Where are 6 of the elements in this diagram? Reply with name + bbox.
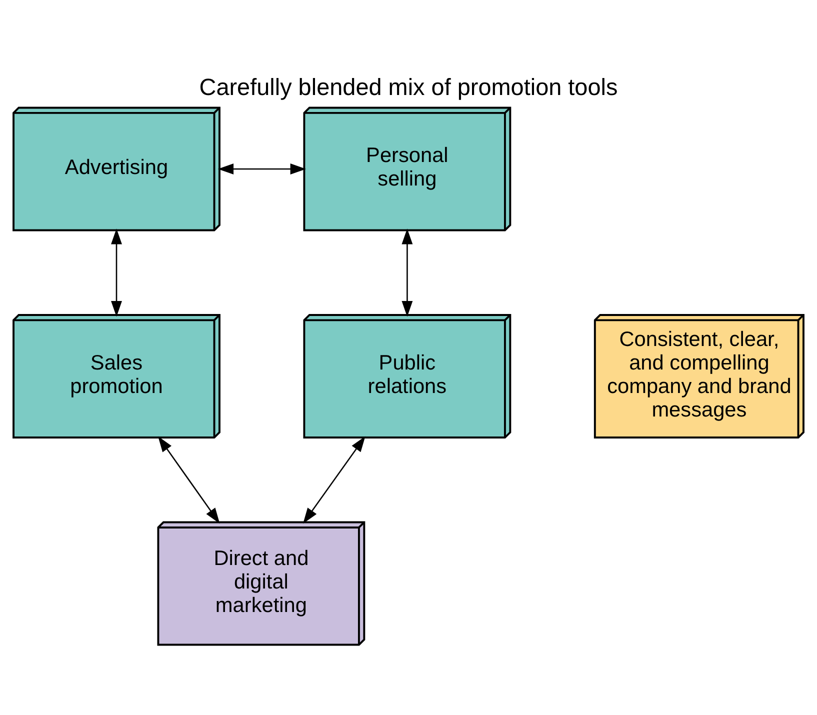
arrow	[111, 228, 122, 316]
arrow	[303, 436, 366, 524]
diagram-title: Carefully blended mix of promotion tools	[199, 74, 618, 100]
arrow	[402, 228, 413, 316]
arrow	[158, 436, 220, 524]
arrow	[218, 163, 306, 174]
